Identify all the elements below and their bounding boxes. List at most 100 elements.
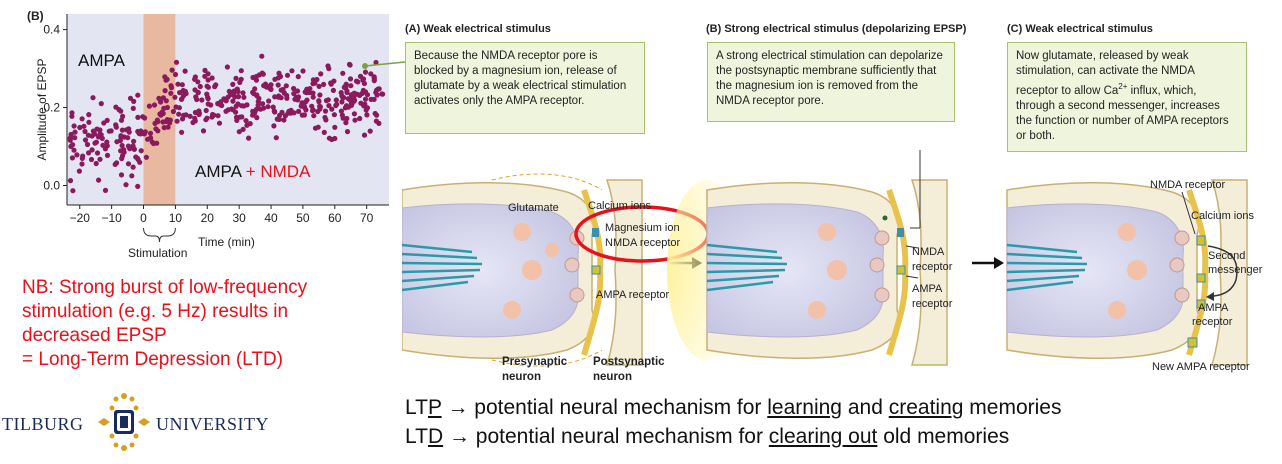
data-point-325 bbox=[237, 79, 243, 85]
x-tick-label-3: 10 bbox=[169, 211, 183, 225]
data-point-352 bbox=[241, 103, 247, 109]
data-point-305 bbox=[205, 77, 211, 83]
data-point-142 bbox=[152, 120, 158, 126]
data-point-363 bbox=[329, 106, 335, 112]
ltd-summary-line: LTD → potential neural mechanism for cle… bbox=[405, 425, 1009, 449]
data-point-96 bbox=[131, 138, 137, 144]
data-point-17 bbox=[97, 156, 103, 162]
data-point-85 bbox=[71, 147, 77, 153]
label-presynaptic-2: neuron bbox=[502, 371, 541, 383]
data-point-73 bbox=[98, 101, 104, 107]
data-point-457 bbox=[286, 108, 292, 114]
data-point-411 bbox=[326, 103, 332, 109]
data-point-351 bbox=[194, 96, 200, 103]
data-point-257 bbox=[364, 112, 370, 118]
data-point-366 bbox=[255, 98, 261, 105]
data-point-430 bbox=[315, 108, 321, 115]
data-point-287 bbox=[209, 114, 215, 120]
data-point-476 bbox=[348, 101, 354, 107]
x-tick-label-7: 50 bbox=[296, 211, 310, 225]
label-ampa-receptor-b-2: receptor bbox=[912, 298, 953, 310]
data-points bbox=[67, 53, 386, 194]
label-nmda-receptor-b-1: NMDA bbox=[912, 246, 945, 258]
data-point-91 bbox=[131, 98, 137, 104]
data-point-251 bbox=[253, 73, 259, 80]
panel-a-synapse bbox=[402, 173, 643, 367]
data-point-442 bbox=[291, 85, 297, 92]
data-point-267 bbox=[361, 132, 368, 138]
data-point-24 bbox=[114, 139, 120, 145]
data-point-447 bbox=[223, 98, 229, 104]
data-point-484 bbox=[351, 95, 357, 101]
data-point-393 bbox=[310, 90, 316, 96]
data-point-205 bbox=[303, 107, 309, 113]
data-point-93 bbox=[79, 116, 85, 122]
data-point-438 bbox=[176, 105, 182, 111]
synapse-illustration bbox=[402, 150, 1248, 367]
stimulation-brace bbox=[143, 227, 176, 243]
data-point-30 bbox=[85, 132, 91, 138]
ltp-prefix: LT bbox=[405, 396, 428, 419]
ltd-suffix: old memories bbox=[877, 425, 1010, 448]
data-point-79 bbox=[113, 124, 119, 130]
data-point-281 bbox=[176, 111, 182, 117]
data-point-414 bbox=[295, 74, 301, 80]
x-tick-label-9: 70 bbox=[360, 211, 374, 225]
data-point-38 bbox=[89, 147, 95, 153]
data-point-449 bbox=[226, 88, 232, 94]
data-point-347 bbox=[266, 98, 272, 104]
university-seal-icon bbox=[98, 393, 150, 451]
data-point-395 bbox=[273, 135, 279, 141]
data-point-450 bbox=[179, 82, 185, 88]
annotation-nmda-part: + NMDA bbox=[241, 162, 311, 181]
data-point-463 bbox=[375, 86, 381, 92]
label-nmda-receptor-a: NMDA receptor bbox=[605, 237, 681, 249]
data-point-424 bbox=[343, 81, 349, 87]
data-point-103 bbox=[76, 168, 82, 174]
data-point-482 bbox=[357, 73, 364, 79]
data-point-95 bbox=[69, 113, 75, 119]
data-point-428 bbox=[339, 112, 345, 118]
data-point-105 bbox=[129, 173, 135, 179]
data-point-253 bbox=[230, 98, 236, 104]
data-point-88 bbox=[70, 142, 76, 148]
data-point-29 bbox=[130, 105, 136, 111]
x-tick-label-4: 20 bbox=[201, 211, 215, 225]
data-point-270 bbox=[244, 122, 250, 128]
x-axis-label: Time (min) bbox=[198, 235, 255, 249]
data-point-478 bbox=[350, 91, 357, 97]
data-point-196 bbox=[265, 104, 271, 110]
data-point-20 bbox=[123, 182, 129, 188]
data-point-148 bbox=[156, 95, 162, 101]
data-point-83 bbox=[96, 177, 102, 183]
data-point-431 bbox=[302, 89, 308, 95]
data-point-471 bbox=[347, 62, 353, 68]
data-point-319 bbox=[344, 89, 350, 96]
panel-c-synapse bbox=[1006, 179, 1248, 366]
data-point-104 bbox=[74, 152, 80, 158]
annotation-ampa-part: AMPA bbox=[195, 162, 243, 181]
data-point-334 bbox=[272, 76, 278, 82]
data-point-378 bbox=[251, 91, 257, 97]
data-point-74 bbox=[130, 164, 136, 170]
ltd-clearing-out: clearing out bbox=[768, 425, 878, 448]
data-point-240 bbox=[340, 70, 346, 76]
data-point-65 bbox=[118, 172, 125, 178]
data-point-35 bbox=[108, 128, 114, 134]
label-ampa-receptor-c-1: AMPA bbox=[1198, 302, 1229, 314]
data-point-136 bbox=[145, 136, 151, 142]
data-point-398 bbox=[216, 120, 223, 126]
data-point-337 bbox=[270, 104, 276, 110]
panel-b-synapse bbox=[667, 150, 948, 366]
data-point-441 bbox=[190, 119, 196, 126]
data-point-386 bbox=[331, 112, 337, 118]
data-point-71 bbox=[71, 123, 77, 129]
data-point-355 bbox=[333, 97, 339, 103]
data-point-323 bbox=[208, 102, 214, 108]
data-point-109 bbox=[88, 156, 95, 163]
label-glutamate: Glutamate bbox=[508, 202, 559, 214]
data-point-3 bbox=[119, 142, 125, 149]
data-point-115 bbox=[147, 130, 154, 136]
callout-connector bbox=[362, 61, 406, 69]
